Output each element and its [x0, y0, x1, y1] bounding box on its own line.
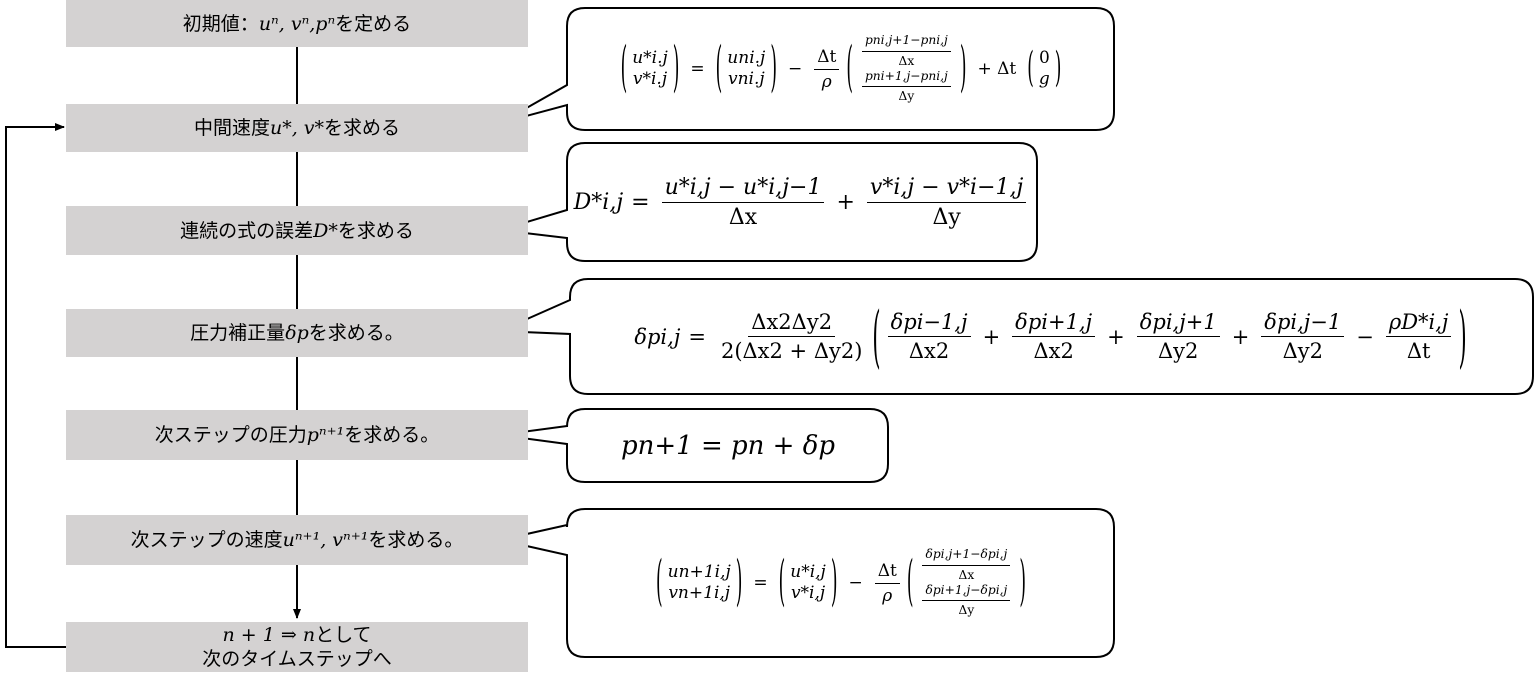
formula-term: ρ — [821, 71, 832, 92]
formula-term: Δy2 — [1158, 339, 1199, 363]
formula-term: pn+1 = pn + δp — [620, 431, 836, 461]
formula-term: u*i,j − u*i,j−1 — [661, 175, 825, 203]
loop-back-arrow — [5, 123, 66, 648]
formula-operator: + — [1231, 324, 1250, 349]
formula-term: 0 — [1038, 47, 1050, 68]
step-label: 次ステップの圧力 — [154, 424, 307, 446]
formula-term: Δx2Δy2 — [748, 310, 836, 337]
step-label: 初期値： — [182, 12, 259, 35]
formula-operator: − — [787, 59, 803, 79]
formula-operator: = — [631, 189, 650, 215]
formula-term: Δx — [958, 567, 975, 582]
formula-operator: − — [848, 573, 863, 593]
formula-term: δpi+1,j — [1012, 310, 1096, 337]
formula-operator: + Δt — [977, 59, 1017, 79]
step-math: pⁿ⁺¹ — [306, 424, 345, 446]
formula-term: uni.j — [727, 47, 766, 68]
step-label: を求める — [337, 219, 414, 242]
step-label: 次のタイムステップへ — [202, 648, 392, 670]
formula-operator: + — [1107, 324, 1125, 349]
callout-bubble-1 — [499, 7, 1115, 131]
step-label: 圧力補正量 — [190, 322, 286, 344]
formula-operator: + — [982, 324, 1001, 349]
formula-term: δpi,j — [634, 324, 681, 349]
formula-term: Δx2 — [908, 339, 950, 363]
formula-operator: = — [688, 324, 706, 349]
formula-term: Δy — [932, 204, 961, 230]
formula-term: g — [1038, 69, 1050, 89]
formula-term: δpi,j+1−δpi,j — [922, 547, 1011, 566]
formula-term: v*i,j — [790, 583, 826, 603]
formula-term: 2(Δx2 + Δy2) — [720, 339, 863, 363]
formula-term: v*i.j — [632, 69, 668, 89]
formula-term: D*i,j — [573, 189, 624, 215]
step-label: として — [315, 624, 372, 646]
formula-term: pni+1,j−pni,j — [861, 69, 951, 88]
step-label: を求める。 — [368, 529, 464, 551]
formula-term: un+1i,j — [667, 561, 731, 582]
formula-term: δpi,j−1 — [1261, 310, 1345, 337]
step-math: D* — [313, 219, 338, 242]
formula-term: Δy — [898, 89, 915, 104]
formula-operator: + — [836, 189, 855, 215]
formula-term: δpi+1,j−δpi,j — [922, 583, 1011, 602]
formula-term: ρD*i,j — [1385, 310, 1452, 337]
formula-operator: = — [690, 59, 705, 79]
formula-term: Δy — [958, 603, 975, 618]
step-label: を求める。 — [308, 322, 404, 344]
step-math: δp — [285, 322, 309, 344]
formula-next-pressure: pn+1 = pn + δp — [572, 413, 884, 479]
step-label: 中間速度 — [193, 117, 270, 139]
formula-term: v*i,j − v*i−1,j — [866, 175, 1027, 203]
formula-term: δpi−1,j — [887, 310, 971, 337]
formula-term: Δy2 — [1282, 339, 1323, 363]
formula-term: u*i.j — [632, 47, 668, 68]
formula-term: Δx — [728, 204, 758, 230]
formula-term: Δx2 — [1033, 339, 1074, 363]
formula-term: u*i,j — [790, 561, 826, 582]
callout-bubble-5 — [499, 508, 1115, 658]
step-label: を求める — [324, 117, 401, 139]
step-math: uⁿ, vⁿ,pⁿ — [258, 12, 336, 35]
step-label: 連続の式の誤差 — [180, 219, 314, 242]
formula-term: ρ — [882, 585, 893, 606]
formula-operator: = — [753, 573, 768, 593]
formula-term: Δx — [898, 53, 915, 68]
step-label: 次ステップの速度 — [130, 529, 283, 551]
step-math: n + 1 ⇒ n — [222, 624, 316, 646]
formula-term: Δt — [814, 47, 840, 70]
formula-operator: − — [1356, 324, 1374, 349]
formula-term: vni.j — [727, 69, 765, 89]
formula-term: vn+1i,j — [668, 583, 731, 603]
formula-term: Δt — [1406, 339, 1431, 363]
step-math: u*, v* — [269, 117, 325, 139]
callout-bubble-4 — [499, 408, 889, 483]
step-next-timestep: n + 1 ⇒ nとして 次のタイムステップへ — [66, 622, 528, 672]
step-label: を求める。 — [344, 424, 440, 446]
formula-term: Δt — [874, 561, 900, 584]
formula-term: δpi,j+1 — [1136, 310, 1220, 337]
step-label: を定める — [335, 12, 412, 35]
formula-term: pni,j+1−pni,j — [861, 33, 951, 52]
step-math: uⁿ⁺¹, vⁿ⁺¹ — [282, 529, 369, 551]
